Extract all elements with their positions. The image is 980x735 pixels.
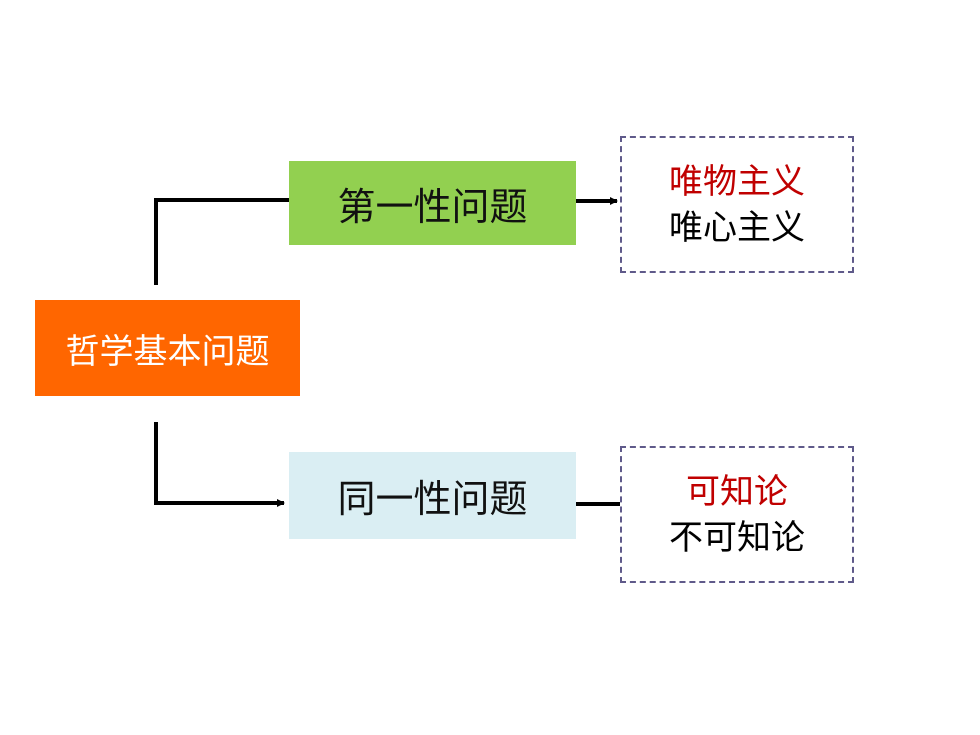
answer-knowability: 可知论 bbox=[686, 471, 788, 512]
answers-box-primacy: 唯物主义 唯心主义 bbox=[620, 136, 854, 273]
answer-agnosticism: 不可知论 bbox=[669, 517, 805, 558]
answer-idealism: 唯心主义 bbox=[669, 207, 805, 248]
root-node: 哲学基本问题 bbox=[35, 300, 300, 396]
connector-root-to-q1 bbox=[154, 198, 289, 285]
connector-root-to-q2 bbox=[154, 422, 285, 507]
question-node-identity: 同一性问题 bbox=[289, 452, 576, 539]
question-label-identity: 同一性问题 bbox=[337, 477, 528, 521]
answer-materialism: 唯物主义 bbox=[669, 161, 805, 202]
answers-box-identity: 可知论 不可知论 bbox=[620, 446, 854, 583]
root-label: 哲学基本问题 bbox=[65, 331, 270, 372]
question-label-primacy: 第一性问题 bbox=[337, 184, 528, 229]
question-node-primacy: 第一性问题 bbox=[289, 161, 576, 245]
